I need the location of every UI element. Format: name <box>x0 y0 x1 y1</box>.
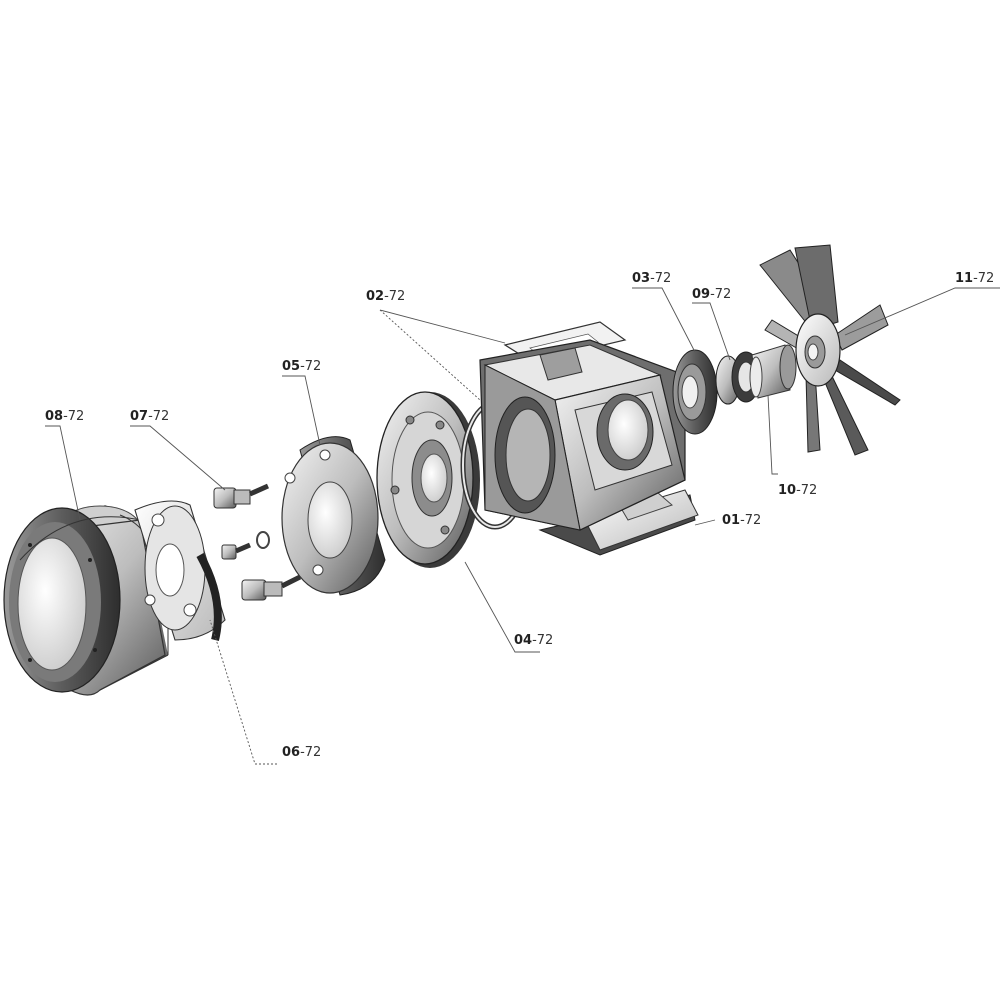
part-10-shaft-sleeve <box>749 344 797 399</box>
label-04: 04-72 <box>514 633 553 648</box>
label-03: 03-72 <box>632 271 671 286</box>
label-07: 07-72 <box>130 409 169 424</box>
label-02: 02-72 <box>366 289 405 304</box>
small-washer <box>256 531 270 549</box>
leader-lines <box>45 287 1000 765</box>
part-07-bolt-top <box>213 483 270 509</box>
part-03-seal-ring <box>672 349 718 435</box>
label-06: 06-72 <box>282 745 321 760</box>
label-01: 01-72 <box>722 513 761 528</box>
label-08: 08-72 <box>45 409 84 424</box>
label-09: 09-72 <box>692 287 731 302</box>
part-05-disc <box>281 436 386 596</box>
label-11: 11-72 <box>955 271 994 286</box>
part-07-bolt-middle <box>221 542 251 560</box>
label-10: 10-72 <box>778 483 817 498</box>
part-06-flange-adapter <box>134 500 226 641</box>
part-04-end-cover <box>376 391 480 568</box>
label-05: 05-72 <box>282 359 321 374</box>
part-01-pump-body <box>479 339 699 556</box>
part-08-ring-housing <box>3 505 169 696</box>
part-11-fan <box>759 244 901 456</box>
part-07-bolt-bottom <box>241 574 302 601</box>
